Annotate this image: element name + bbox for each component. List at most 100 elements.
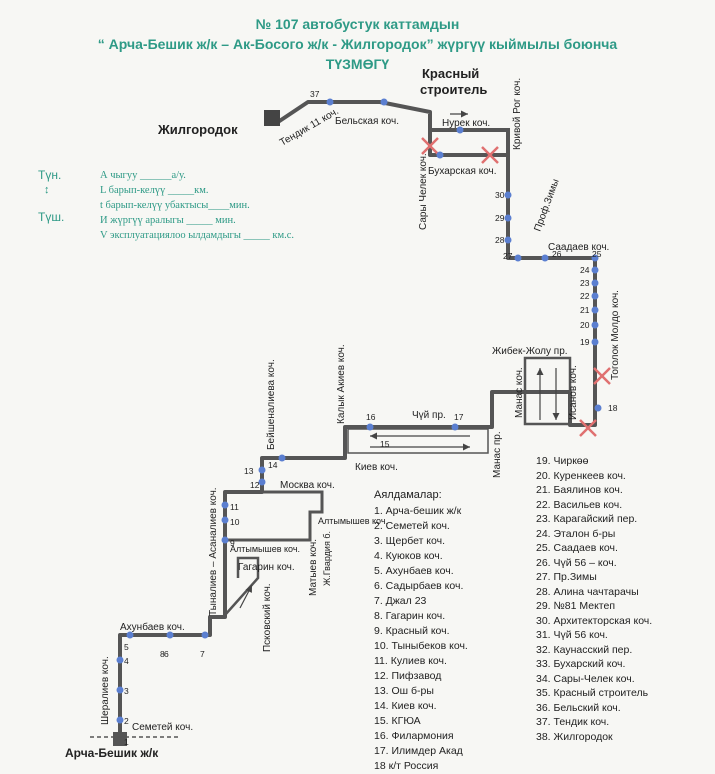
street-label-nurek: Нурек коч. xyxy=(442,118,490,129)
list-item: 24. Эталон б-ры xyxy=(536,527,616,540)
list-item: 10. Тыныбеков коч. xyxy=(374,640,468,652)
street-label-gvardia: Ж.Гвардия б. xyxy=(322,531,332,586)
street-label-semetey: Семетей коч. xyxy=(132,722,193,733)
stop-number: 17 xyxy=(454,412,464,422)
stop-number: 10 xyxy=(230,517,240,527)
stop-number: 12 xyxy=(250,480,260,490)
street-label-altymyshev-right: Алтымышев коч. xyxy=(318,516,388,526)
street-label-buharskaya: Бухарская коч. xyxy=(428,166,497,177)
stop-number: 14 xyxy=(268,460,278,470)
list-item: 13. Ош б-ры xyxy=(374,685,434,697)
list-item: 33. Бухарский коч. xyxy=(536,658,626,670)
stop-number: 19 xyxy=(580,337,590,347)
list-item: 36. Бельский коч. xyxy=(536,701,621,714)
list-item: 19. Чиркөө xyxy=(536,455,589,467)
legend-forward-label: Түн. xyxy=(38,168,62,182)
end-place-label: Жилгородок xyxy=(157,122,238,137)
legend-line-interval: И жүргүү аралыгы _____ мин. xyxy=(100,215,236,226)
street-label-krivoy-rog: Кривой Рог коч. xyxy=(512,78,523,150)
stop-number: 1 xyxy=(124,737,129,747)
street-label-beishenaliev: Бейшеналиева коч. xyxy=(266,359,277,450)
stop-number: 23 xyxy=(580,278,590,288)
stop-number: 15 xyxy=(380,439,390,449)
stop-number: 27 xyxy=(503,251,513,261)
krasny-label: Красный xyxy=(422,66,479,81)
stop-number: 4 xyxy=(124,656,129,666)
list-item: 34. Сары-Челек коч. xyxy=(536,672,635,685)
street-label-moskva: Москва коч. xyxy=(280,480,335,491)
map-title-line3: ТҮЗМӨГҮ xyxy=(325,56,390,72)
route-loop-bukharskaya xyxy=(428,128,510,155)
legend-line-time: t барып-келүү убактысы____мин. xyxy=(100,200,250,211)
legend-line-speed: V эксплуатациялоо ылдамдыгы _____ км.с. xyxy=(100,230,295,241)
list-item: 12. Пифзавод xyxy=(374,670,442,682)
list-item: 26. Чүй 56 – коч. xyxy=(536,556,617,569)
list-item: 16. Филармония xyxy=(374,730,454,742)
list-item: 7. Джал 23 xyxy=(374,595,427,607)
arrow-diagonal-icon xyxy=(239,584,253,609)
map-title-line2: “ Арча-Бешик ж/к – Ак-Босого ж/к - Жилго… xyxy=(97,36,618,52)
stop-number: 16 xyxy=(366,412,376,422)
stop-number: 2 xyxy=(124,716,129,726)
stop-dots xyxy=(116,98,602,724)
street-label-manas-pr: Манас пр. xyxy=(492,431,503,478)
chuy-kiev-box xyxy=(347,428,489,454)
stop-number: 20 xyxy=(580,320,590,330)
street-label-sary-chelek: Сары Челек коч. xyxy=(418,153,429,230)
stop-list-left: Аялдамалар: 1. Арча-бешик ж/к 2. Семетей… xyxy=(374,488,468,774)
stop-number: 30 xyxy=(495,190,505,200)
list-item: 14. Киев коч. xyxy=(374,700,437,712)
street-label-chuy: Чүй пр. xyxy=(412,410,446,421)
list-item: 30. Архитекторская коч. xyxy=(536,614,653,627)
list-item: 2. Семетей коч. xyxy=(374,520,450,532)
stop-number: 11 xyxy=(230,502,239,512)
street-label-tendik: Тендик 11 коч. xyxy=(278,106,341,149)
legend-line-departure: А чыгуу ______а/у. xyxy=(100,170,186,181)
closed-marker-icon xyxy=(421,137,611,437)
stop-number: 13 xyxy=(244,466,254,476)
route-loop-manas xyxy=(523,356,572,426)
stop-number: 37 xyxy=(310,89,320,99)
list-item: 20. Куренкеев коч. xyxy=(536,469,626,482)
list-item: 15. КГЮА xyxy=(374,715,421,727)
street-label-matyev: Матыев коч. xyxy=(308,539,319,596)
start-place-label: Арча-Бешик ж/к xyxy=(65,746,159,760)
stop-number: 21 xyxy=(580,305,590,315)
list-item: 29. №81 Мектеп xyxy=(536,600,616,612)
list-item: 27. Пр.Зимы xyxy=(536,571,597,583)
stop-list-right: 19. Чиркөө 20. Куренкеев коч. 21. Баялин… xyxy=(536,454,652,744)
list-item: 11. Кулиев коч. xyxy=(374,655,447,667)
stop-number: 9 xyxy=(230,538,235,548)
stop-number: 8 xyxy=(160,649,165,659)
street-label-saadaev: Саадаев коч. xyxy=(548,242,609,253)
list-item: 35. Красный строитель xyxy=(536,687,649,699)
street-label-sheraliev: Шералиев коч. xyxy=(100,656,111,725)
street-label-altymyshev-left: Алтымышев коч. xyxy=(230,544,300,554)
list-item: 17. Илимдер Акад xyxy=(374,745,463,757)
list-item: 1. Арча-бешик ж/к xyxy=(374,505,462,517)
street-label-prof-zimy: Проф.Зимы xyxy=(532,177,562,233)
street-label-manas-top: Манас коч. xyxy=(514,367,525,418)
list-item: 18 к/т Россия xyxy=(374,760,439,772)
list-item: 38. Жилгородок xyxy=(536,730,613,743)
street-label-kiev: Киев коч. xyxy=(355,462,398,473)
street-label-kalyk: Калык Акиев коч. xyxy=(336,344,347,424)
street-label-gagarin: Гагарин коч. xyxy=(238,562,295,573)
street-label-jibek-jolu: Жибек-Жолу пр. xyxy=(492,345,568,357)
street-label-pskov: Псковский коч. xyxy=(262,583,273,652)
list-item: 6. Садырбаев коч. xyxy=(374,580,464,592)
street-label-akhunbaev: Ахунбаев коч. xyxy=(120,621,185,633)
list-item: 5. Ахунбаев коч. xyxy=(374,565,454,577)
stroitel-label: строитель xyxy=(420,82,487,97)
stop-list-header: Аялдамалар: xyxy=(374,489,442,501)
list-item: 21. Баялинов коч. xyxy=(536,484,623,496)
list-item: 8. Гагарин коч. xyxy=(374,610,446,622)
legend-backward-label: Түш. xyxy=(38,210,65,224)
list-item: 9. Красный коч. xyxy=(374,625,450,637)
stop-number: 6 xyxy=(164,649,169,659)
street-label-togolok: Тоголок Молдо коч. xyxy=(610,290,621,380)
arrow-up-down-icon: ↕ xyxy=(44,184,50,196)
list-item: 3. Щербет коч. xyxy=(374,535,446,547)
list-item: 22. Васильев коч. xyxy=(536,498,623,511)
